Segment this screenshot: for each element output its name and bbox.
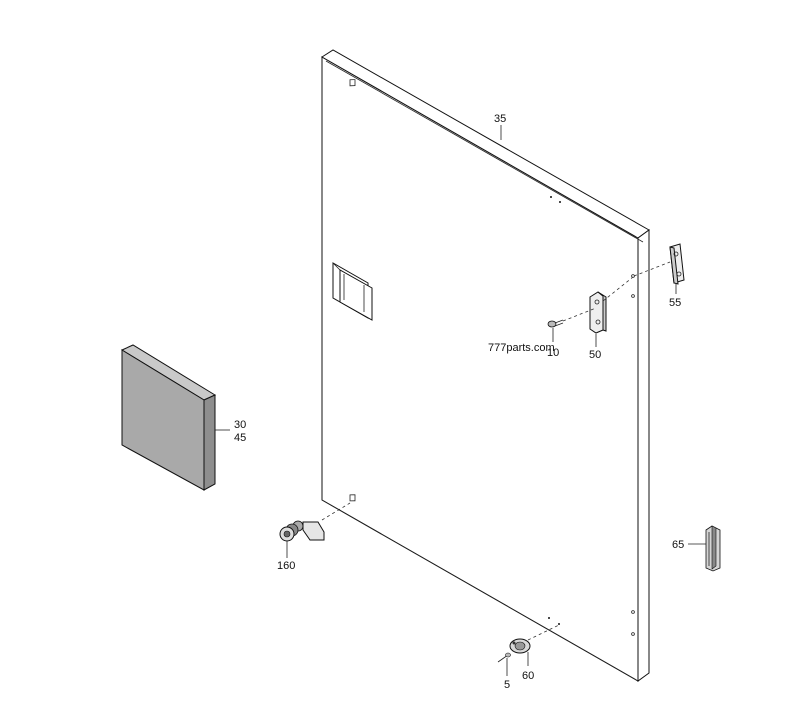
screw-5 [497,652,511,663]
callout-30: 30 [234,419,246,431]
panel-dot [548,617,550,619]
callout-35: 35 [494,113,506,125]
clip-65 [705,525,721,572]
hinge-60 [509,624,560,654]
panel-dot [631,610,635,614]
callout-10: 10 [547,347,559,359]
handle-recess [332,262,373,321]
hinge-55 [669,243,685,285]
callout-45: 45 [234,432,246,444]
panel-dot [631,632,635,636]
panel-dot [550,196,552,198]
watermark: 777parts.com [488,342,555,354]
lock-160 [279,502,351,542]
panel-hole-bottom [349,494,356,502]
callout-5: 5 [504,679,510,691]
callout-55: 55 [669,297,681,309]
filter-pad [120,344,217,491]
panel-dot [558,623,560,625]
panel-dot [631,294,635,298]
hinge-50 [589,291,607,334]
panel-dot [559,201,561,203]
screw-10 [547,319,564,328]
callout-60: 60 [522,670,534,682]
callout-50: 50 [589,349,601,361]
callout-65: 65 [672,539,684,551]
door-panel [321,49,650,682]
panel-hole-top [349,79,356,87]
callout-160: 160 [277,560,295,572]
